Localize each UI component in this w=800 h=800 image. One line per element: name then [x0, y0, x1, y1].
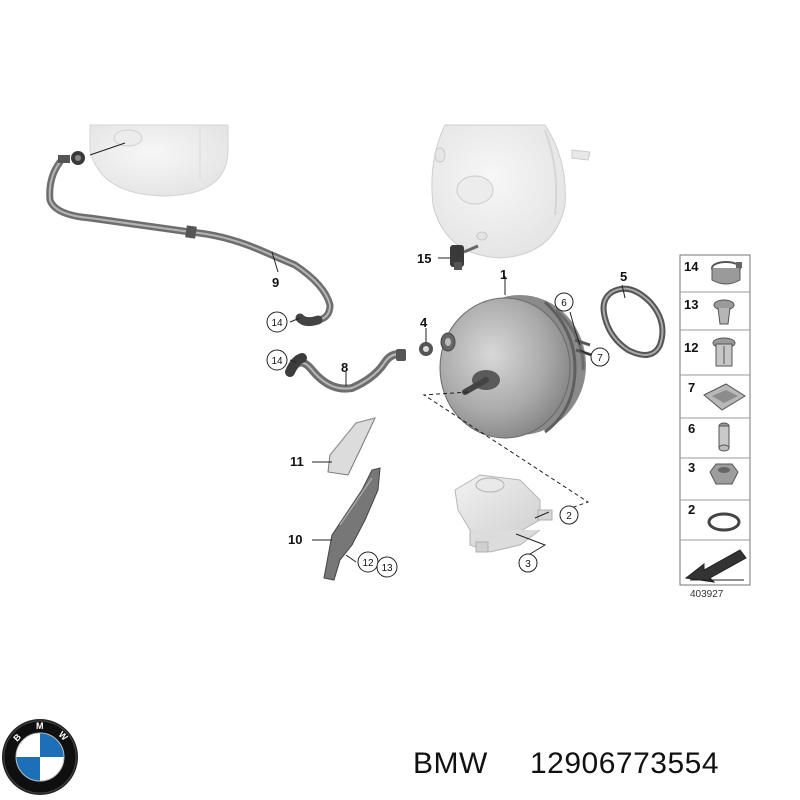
pressure-sensor-15 [450, 244, 479, 270]
sleeve-icon [718, 422, 730, 452]
o-ring-icon [707, 512, 741, 532]
callout-9: 9 [272, 275, 279, 290]
ghost-booster-right [431, 124, 591, 259]
callout-15: 15 [417, 251, 431, 266]
callout-6: 6 [561, 298, 567, 309]
footer-brand: BMW [413, 747, 488, 780]
vacuum-hose-8 [285, 349, 406, 393]
callout-2: 2 [566, 511, 572, 522]
footer-part-number: 12906773554 [530, 747, 719, 780]
callout-14-upper: 14 [271, 318, 283, 329]
leader-lines [89, 142, 626, 563]
callout-12: 12 [362, 558, 374, 569]
hose-clamp-icon [711, 261, 742, 285]
grommet-4 [419, 342, 433, 356]
ghost-booster-left [89, 124, 229, 197]
rivet-icon [713, 299, 735, 325]
callout-10: 10 [288, 532, 302, 547]
hex-nut-icon [709, 463, 739, 485]
callout-4: 4 [420, 315, 428, 330]
bracket-10 [323, 467, 381, 581]
side-item-13: 13 [684, 297, 698, 312]
callout-labels: 1 4 5 8 9 10 11 15 6 7 2 3 14 14 12 13 [266, 251, 627, 578]
clip-icon [703, 383, 746, 411]
side-item-12: 12 [684, 340, 698, 355]
logo-letter-m: M [36, 721, 44, 731]
master-cylinder [454, 474, 553, 553]
side-item-7: 7 [688, 380, 695, 395]
vacuum-hose-9 [46, 158, 334, 327]
callout-3: 3 [525, 559, 531, 570]
callout-14-lower: 14 [271, 356, 283, 367]
bracket-11 [327, 417, 376, 476]
callout-8: 8 [341, 360, 348, 375]
expanding-nut-icon [712, 337, 736, 367]
callout-1: 1 [500, 267, 507, 282]
callout-13: 13 [381, 563, 393, 574]
callout-5: 5 [620, 269, 627, 284]
side-item-3: 3 [688, 460, 695, 475]
gasket-5 [600, 285, 666, 358]
direction-arrow-icon [684, 549, 747, 583]
diagram-reference-code: 403927 [690, 589, 724, 600]
callout-11: 11 [290, 454, 304, 469]
side-item-14: 14 [684, 259, 699, 274]
side-item-2: 2 [688, 502, 695, 517]
side-item-6: 6 [688, 421, 695, 436]
callout-7: 7 [597, 353, 603, 364]
hose-connector-top [58, 151, 85, 165]
bmw-logo: B M W [2, 719, 78, 795]
parts-side-panel: 14 13 12 7 6 3 2 [679, 254, 751, 600]
brake-booster-1 [439, 295, 593, 439]
